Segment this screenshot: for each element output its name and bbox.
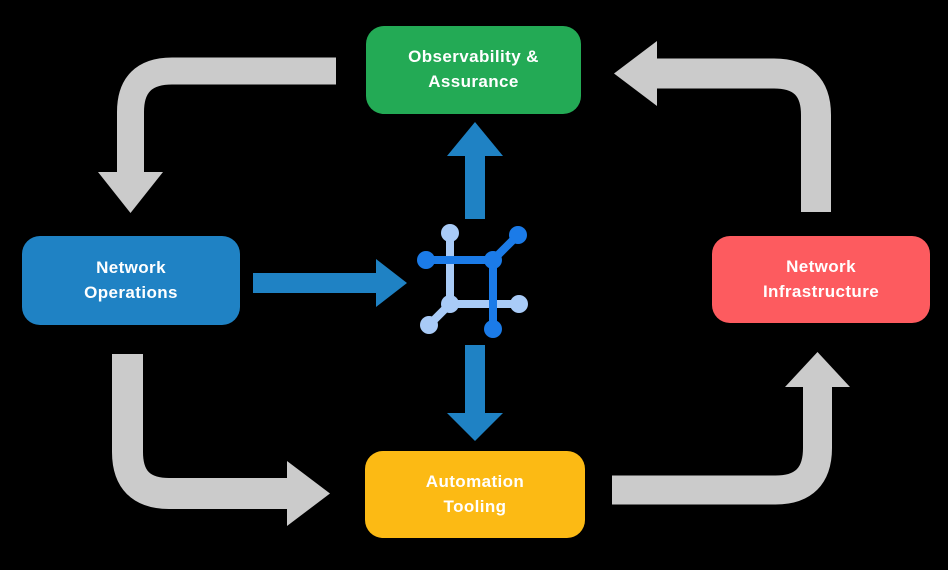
arrow-shaft — [657, 58, 831, 212]
arrow-head-down-icon — [98, 172, 163, 213]
icon-dot — [509, 226, 527, 244]
arrow-infrastructure-to-observability — [614, 41, 831, 212]
icon-dot — [417, 251, 435, 269]
icon-dot — [484, 251, 502, 269]
arrow-head-left-icon — [614, 41, 657, 106]
node-observability-assurance: Observability & Assurance — [366, 26, 581, 114]
arrow-platform-to-automation — [447, 345, 503, 441]
node-network-infrastructure-label: Network Infrastructure — [762, 256, 880, 301]
arrow-automation-to-infrastructure — [612, 352, 850, 505]
node-network-operations: Network Operations — [22, 236, 240, 325]
arrow-observability-to-operations — [98, 57, 336, 213]
network-platform-icon-dark-dots — [417, 226, 527, 338]
network-platform-icon — [417, 224, 528, 338]
arrow-operations-to-platform — [253, 259, 407, 307]
arrow-head-up-icon — [447, 122, 503, 156]
arrow-head-down-icon — [447, 413, 503, 441]
arrow-head-right-icon — [287, 461, 330, 526]
arrow-head-right-icon — [376, 259, 407, 307]
arrow-platform-to-observability — [447, 122, 503, 219]
node-observability-assurance-label: Observability & Assurance — [408, 47, 539, 91]
arrow-shaft — [612, 387, 832, 505]
arrow-operations-to-automation — [112, 354, 330, 526]
icon-dot — [484, 320, 502, 338]
network-platform-icon-light-dots — [420, 224, 528, 334]
icon-dot — [510, 295, 528, 313]
node-automation-tooling-label: Automation Tooling — [425, 471, 525, 516]
node-network-operations-label: Network Operations — [84, 257, 178, 302]
arrow-head-up-icon — [785, 352, 850, 387]
icon-dot — [441, 295, 459, 313]
arrow-shaft — [117, 57, 336, 172]
arrow-shaft — [112, 354, 287, 509]
node-automation-tooling: Automation Tooling — [365, 451, 585, 538]
icon-dot — [441, 224, 459, 242]
icon-dot — [420, 316, 438, 334]
node-network-infrastructure: Network Infrastructure — [712, 236, 930, 323]
